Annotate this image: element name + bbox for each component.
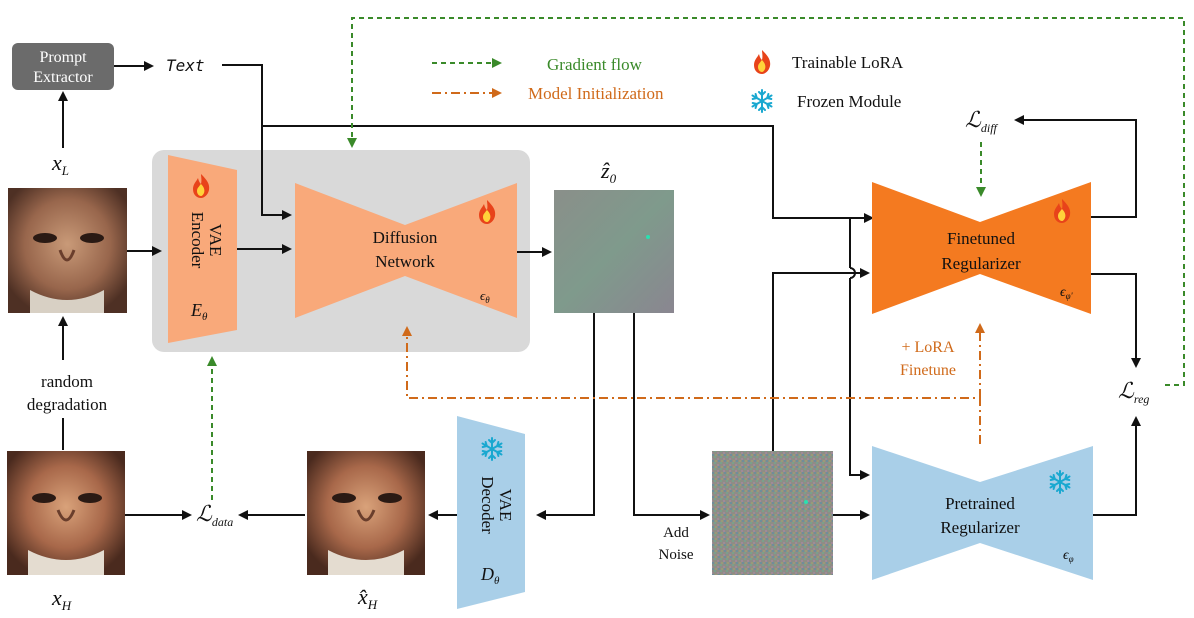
legend-init-label: Model Initialization bbox=[528, 84, 664, 103]
prompt-extractor: Prompt Extractor bbox=[12, 43, 114, 90]
prompt-extractor-line2: Extractor bbox=[33, 69, 93, 86]
add-noise-line2: Noise bbox=[659, 547, 694, 563]
random-degradation-line1: random bbox=[41, 372, 93, 391]
x-h-label: xH bbox=[51, 585, 72, 613]
finetuned-line2: Regularizer bbox=[941, 254, 1021, 273]
vae-encoder: VAE Encoder Eθ bbox=[168, 155, 237, 343]
z-hat-0-label: ẑ0 bbox=[600, 158, 617, 186]
decoder-symbol: Dθ bbox=[480, 564, 500, 587]
finetuned-line1: Finetuned bbox=[947, 229, 1015, 248]
add-noise-line1: Add bbox=[663, 525, 689, 541]
high-quality-face-image bbox=[7, 451, 125, 575]
encoder-line1: VAE bbox=[206, 224, 225, 257]
prompt-extractor-line1: Prompt bbox=[39, 49, 87, 66]
legend: Gradient flow Model Initialization Train… bbox=[432, 50, 904, 113]
reconstructed-face-image bbox=[307, 451, 425, 575]
legend-gradient-label: Gradient flow bbox=[547, 55, 643, 74]
decoder-line2: Decoder bbox=[478, 476, 497, 534]
encoder-line2: Encoder bbox=[188, 212, 207, 269]
legend-frozen-label: Frozen Module bbox=[797, 92, 901, 111]
pretrained-line1: Pretrained bbox=[945, 494, 1015, 513]
diffusion-network: Diffusion Network ϵθ bbox=[295, 183, 517, 318]
diffusion-line2: Network bbox=[375, 252, 435, 271]
encoder-symbol: Eθ bbox=[190, 300, 208, 323]
low-quality-face-image bbox=[8, 188, 127, 313]
pretrained-symbol: ϵφ bbox=[1063, 548, 1074, 564]
decoder-line1: VAE bbox=[496, 489, 515, 522]
loss-data: ℒdata bbox=[196, 501, 233, 529]
fire-icon bbox=[754, 50, 771, 74]
diffusion-line1: Diffusion bbox=[373, 228, 438, 247]
lora-finetune-line1: + LoRA bbox=[901, 339, 954, 356]
text-label: Text bbox=[166, 56, 205, 75]
lora-finetune-line2: Finetune bbox=[900, 362, 956, 379]
random-degradation-line2: degradation bbox=[27, 395, 108, 414]
noisy-latent-image bbox=[712, 451, 833, 575]
pretrained-line2: Regularizer bbox=[940, 518, 1020, 537]
loss-diff: ℒdiff bbox=[965, 107, 999, 135]
snowflake-icon bbox=[751, 89, 773, 113]
x-l-label: xL bbox=[51, 150, 69, 178]
finetuned-regularizer: Finetuned Regularizer ϵφ' bbox=[872, 182, 1091, 314]
x-hat-h-label: x̂H bbox=[357, 584, 378, 612]
legend-trainable-label: Trainable LoRA bbox=[792, 53, 904, 72]
pretrained-regularizer: Pretrained Regularizer ϵφ bbox=[872, 446, 1093, 580]
finetuned-symbol: ϵφ' bbox=[1060, 285, 1074, 301]
diffusion-symbol: ϵθ bbox=[480, 288, 490, 305]
latent-z0-image bbox=[554, 190, 674, 313]
vae-decoder: VAE Decoder Dθ bbox=[457, 416, 525, 609]
loss-reg: ℒreg bbox=[1118, 378, 1149, 406]
